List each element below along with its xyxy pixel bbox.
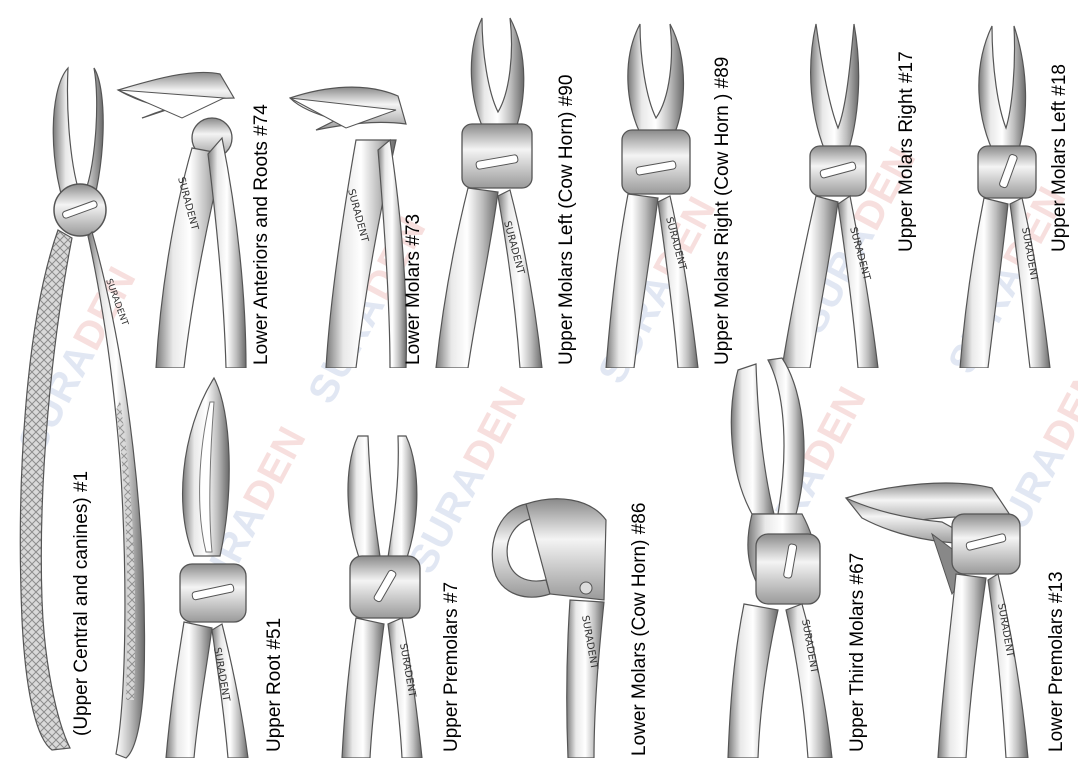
instrument-label-17: Upper Molars Right #17 [896, 51, 917, 252]
forceps-89-image: SURADENT [592, 18, 718, 368]
forceps-7-image: SURADENT [330, 430, 440, 758]
forceps-86-image: SURADENT [486, 490, 626, 758]
instrument-label-89: Upper Molars Right (Cow Horn ) #89 [712, 56, 733, 365]
forceps-73-image: SURADENT [286, 80, 416, 368]
forceps-51-image: SURADENT [150, 372, 264, 758]
instrument-label-86: Lower Molars (Cow Horn) #86 [629, 502, 650, 756]
instrument-label-74: Lower Anteriors and Roots #74 [251, 104, 272, 365]
instrument-label-73: Lower Molars #73 [403, 213, 424, 365]
forceps-74-image: SURADENT [112, 58, 252, 368]
instrument-label-7: Upper Premolars #7 [441, 581, 462, 752]
instrument-label-90: Upper Molars Left (Cow Horn) #90 [556, 74, 577, 365]
forceps-67-image: SURADENT [722, 354, 852, 758]
instrument-label-18: Upper Molars Left #18 [1049, 64, 1070, 252]
forceps-18-image: SURADENT [952, 18, 1066, 368]
instrument-label-1: (Upper Central and canines) #1 [71, 470, 92, 736]
forceps-13-image: SURADENT [842, 474, 1038, 758]
instrument-label-13: Lower Premolars #13 [1046, 571, 1067, 752]
instrument-label-51: Upper Root #51 [264, 617, 285, 752]
forceps-1-image: SURADENT [8, 60, 158, 760]
forceps-17-image: SURADENT [776, 18, 896, 368]
forceps-90-image: SURADENT [432, 12, 562, 368]
